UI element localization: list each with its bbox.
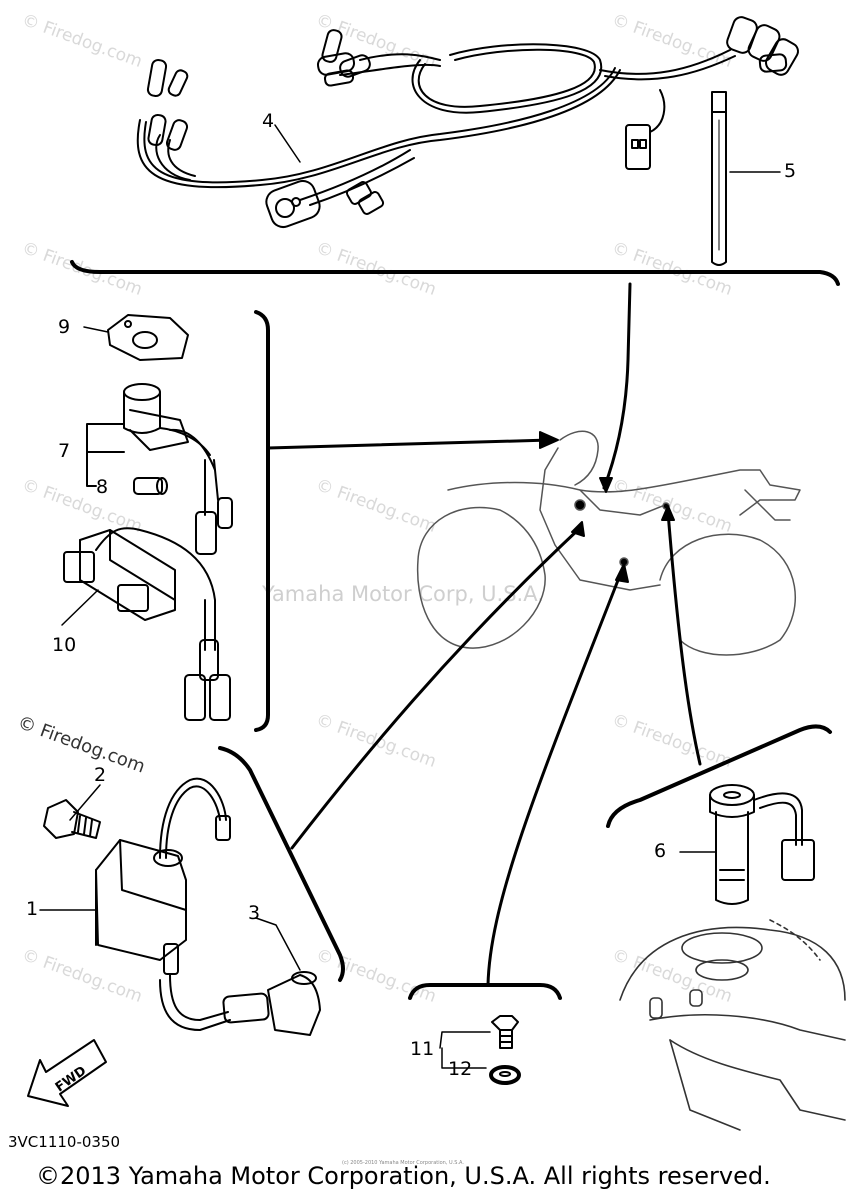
callout-2: 2: [94, 764, 107, 786]
callout-6: 6: [654, 840, 667, 862]
part-1-ignition-coil: [95, 777, 231, 975]
part-2-bolt: [43, 799, 101, 839]
callout-8: 8: [96, 476, 109, 498]
part-7-cap: [123, 383, 233, 555]
callout-10: 10: [52, 634, 77, 656]
part-12-washer: [489, 1065, 521, 1085]
callout-7: 7: [58, 440, 71, 462]
fwd-arrow-icon: [27, 1039, 107, 1107]
wire-harness: [136, 16, 799, 229]
part-6-sensor: [709, 784, 815, 905]
callout-1: 1: [26, 898, 39, 920]
part-3-plug-cap: [159, 971, 321, 1036]
part-8-sleeve: [133, 477, 168, 495]
part-10-cdi-unit: [63, 527, 231, 721]
watermark-yamaha: Yamaha Motor Corp, U.S.A.: [262, 582, 544, 606]
callout-11: 11: [410, 1038, 435, 1060]
part-1-3-bracket: [218, 746, 345, 982]
fuel-tank-detail: [619, 919, 846, 1131]
part-6-bracket: [606, 724, 832, 828]
part-11-nut: [491, 1015, 519, 1049]
harness-bracket: [70, 260, 840, 286]
callout-leaders: [39, 124, 781, 971]
part-11-12-bracket: [408, 983, 562, 1000]
cable-tie: [711, 91, 727, 266]
callout-9: 9: [58, 316, 71, 338]
callout-12: 12: [448, 1058, 473, 1080]
callout-3: 3: [248, 902, 261, 924]
callout-5: 5: [784, 160, 797, 182]
tiny-copyright: (c) 2005-2010 Yamaha Motor Corporation, …: [342, 1160, 464, 1166]
motorcycle-outline: [416, 430, 801, 656]
callout-4: 4: [262, 110, 275, 132]
left-bracket: [254, 310, 270, 732]
part-code: 3VC1110-0350: [8, 1133, 121, 1151]
part-9-plate: [107, 314, 189, 361]
copyright-notice: ©2013 Yamaha Motor Corporation, U.S.A. A…: [36, 1162, 771, 1190]
